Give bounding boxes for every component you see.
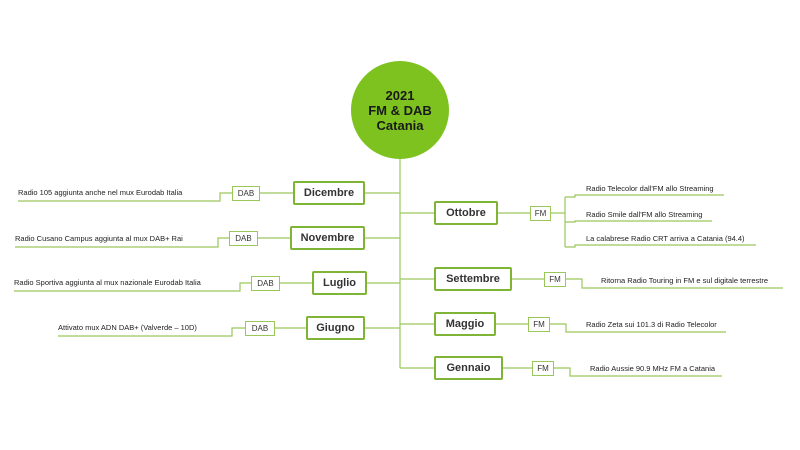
tag-novembre[interactable]: DAB	[229, 231, 258, 246]
leaf-luglio-0[interactable]: Radio Sportiva aggiunta al mux nazionale…	[14, 278, 201, 287]
month-node-dicembre[interactable]: Dicembre	[293, 181, 365, 205]
leaf-settembre-0[interactable]: Ritorna Radio Touring in FM e sul digita…	[601, 276, 769, 285]
central-topic[interactable]: 2021 FM & DAB Catania	[351, 61, 449, 159]
month-node-luglio[interactable]: Luglio	[312, 271, 367, 295]
tag-ottobre[interactable]: FM	[530, 206, 551, 221]
central-topic-line1: FM & DAB	[368, 102, 432, 118]
central-topic-year: 2021	[385, 87, 415, 103]
leaf-ottobre-0[interactable]: Radio Telecolor dall'FM allo Streaming	[586, 184, 714, 193]
month-node-giugno[interactable]: Giugno	[306, 316, 365, 340]
tag-luglio[interactable]: DAB	[251, 276, 280, 291]
tag-gennaio[interactable]: FM	[532, 361, 554, 376]
tag-settembre[interactable]: FM	[544, 272, 566, 287]
month-node-gennaio[interactable]: Gennaio	[434, 356, 503, 380]
leaf-ottobre-2[interactable]: La calabrese Radio CRT arriva a Catania …	[586, 234, 745, 243]
month-node-ottobre[interactable]: Ottobre	[434, 201, 498, 225]
leaf-giugno-0[interactable]: Attivato mux ADN DAB+ (Valverde – 10D)	[58, 323, 197, 332]
leaf-novembre-0[interactable]: Radio Cusano Campus aggiunta al mux DAB+…	[15, 234, 183, 243]
month-node-maggio[interactable]: Maggio	[434, 312, 496, 336]
central-topic-line2: Catania	[376, 117, 424, 133]
tag-giugno[interactable]: DAB	[245, 321, 275, 336]
leaf-maggio-0[interactable]: Radio Zeta sui 101.3 di Radio Telecolor	[586, 320, 717, 329]
month-node-settembre[interactable]: Settembre	[434, 267, 512, 291]
leaf-ottobre-1[interactable]: Radio Smile dall'FM allo Streaming	[586, 210, 703, 219]
leaf-gennaio-0[interactable]: Radio Aussie 90.9 MHz FM a Catania	[590, 364, 716, 373]
month-node-novembre[interactable]: Novembre	[290, 226, 365, 250]
tag-dicembre[interactable]: DAB	[232, 186, 260, 201]
tag-maggio[interactable]: FM	[528, 317, 550, 332]
leaf-dicembre-0[interactable]: Radio 105 aggiunta anche nel mux Eurodab…	[18, 188, 183, 197]
